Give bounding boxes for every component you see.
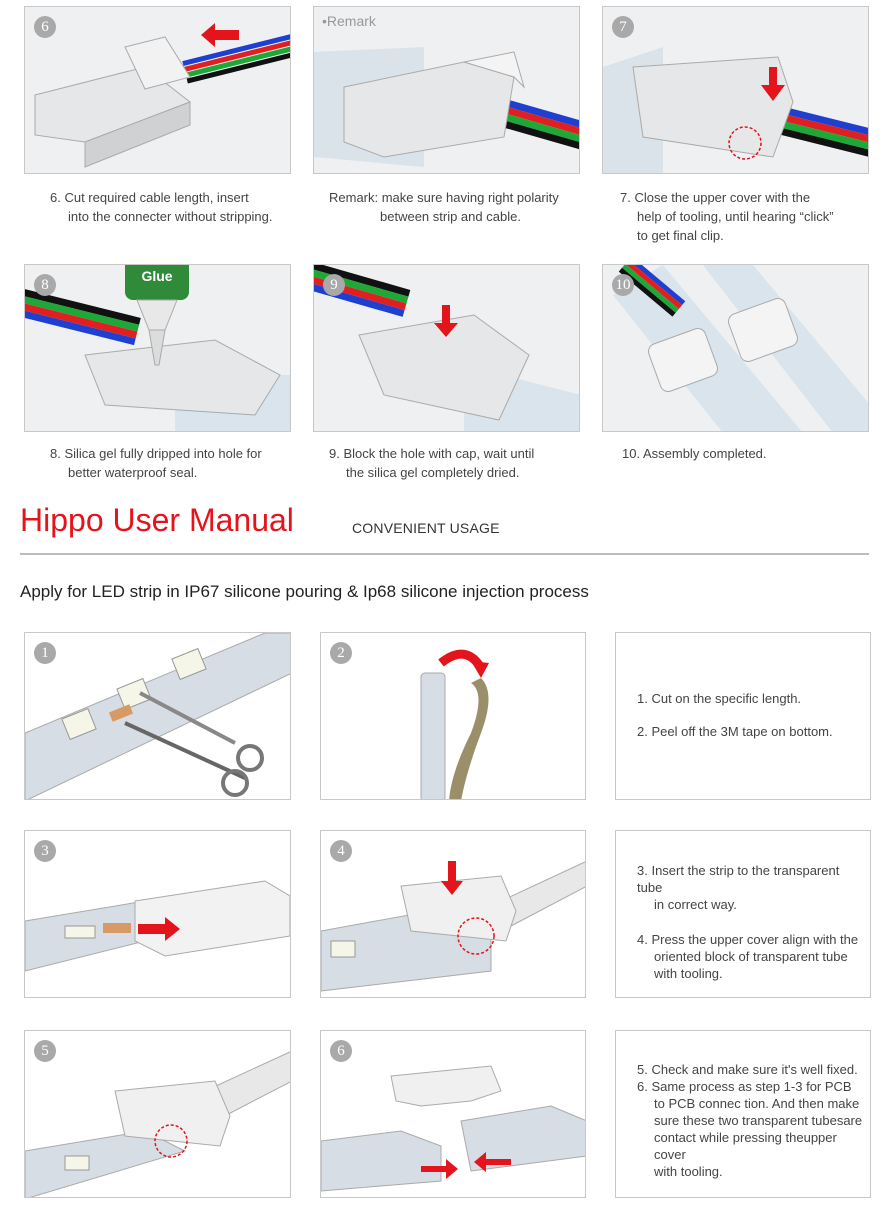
bottom-steps-3-4: 3. Insert the strip to the transparent t… [637, 863, 859, 981]
step-10-caption: 10. Assembly completed. [622, 446, 767, 461]
press-cover-illustration [321, 861, 585, 992]
remark-panel: •Remark [313, 6, 580, 174]
cut-strip-illustration [25, 633, 290, 799]
bottom-step-2-panel: 2 [320, 632, 586, 800]
step-badge: 6 [330, 1040, 352, 1062]
step-badge: 5 [34, 1040, 56, 1062]
bottom-steps-1-2: 1. Cut on the specific length.2. Peel of… [637, 691, 833, 739]
cable-insert-illustration [34, 23, 290, 168]
bottom-text-panel-2 [615, 830, 871, 998]
close-cover-illustration [603, 47, 868, 173]
step-badge: 1 [34, 642, 56, 664]
step-8-panel: Glue 8 [24, 264, 291, 432]
glue-label: Glue [141, 268, 172, 284]
assembly-illustration [613, 265, 868, 431]
bottom-step-6-panel: 6 [320, 1030, 586, 1198]
step-8-caption: 8. Silica gel fully dripped into hole fo… [50, 446, 262, 480]
bottom-steps-5-6: 5. Check and make sure it's well fixed.6… [637, 1062, 863, 1179]
step-badge: 10 [612, 274, 634, 296]
peel-tape-illustration [420, 649, 489, 799]
bottom-step-4-panel: 4 [320, 830, 586, 998]
pcb-to-pcb-illustration [321, 1065, 585, 1192]
manual-subtitle: CONVENIENT USAGE [352, 520, 500, 536]
fixed-check-illustration [25, 1051, 290, 1197]
step-badge: 4 [330, 840, 352, 862]
cap-illustration [314, 265, 579, 431]
step-badge: 6 [34, 16, 56, 38]
bottom-step-1-panel: 1 [24, 632, 291, 800]
step-9-panel: 9 [313, 264, 580, 432]
step-7-panel: 7 [602, 6, 869, 174]
step-badge: 3 [34, 840, 56, 862]
step-10-panel: 10 [602, 264, 869, 432]
bottom-text-panel-3 [615, 1030, 871, 1198]
step-badge: 7 [612, 16, 634, 38]
apply-heading: Apply for LED strip in IP67 silicone pou… [20, 582, 589, 601]
bottom-step-3-panel: 3 [24, 830, 291, 998]
step-6-panel: 6 [24, 6, 291, 174]
insert-tube-illustration [25, 880, 290, 972]
glue-illustration: Glue [25, 265, 290, 431]
bottom-text-panel-1 [615, 632, 871, 800]
step-badge: 2 [330, 642, 352, 664]
step-badge: 9 [323, 274, 345, 296]
remark-tag: •Remark [322, 13, 376, 29]
divider [20, 553, 869, 555]
bottom-step-5-panel: 5 [24, 1030, 291, 1198]
manual-title: Hippo User Manual [20, 502, 294, 538]
step-badge: 8 [34, 274, 56, 296]
polarity-illustration [314, 47, 579, 167]
